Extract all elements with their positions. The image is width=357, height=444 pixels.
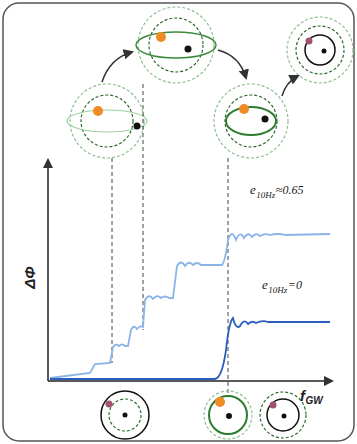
sequence-arrow (102, 52, 132, 82)
curve-subscript: 10Hz (268, 286, 287, 295)
axis-label: f (300, 388, 305, 403)
orbit-top-right (287, 17, 353, 83)
curve-label: e (250, 183, 256, 196)
orbit-bottom-middle (204, 391, 252, 439)
guide-line (112, 158, 113, 363)
orbit-left (67, 84, 147, 158)
x-axis (48, 380, 332, 382)
curve-subscript: 10Hz (256, 191, 275, 200)
guide-line (228, 158, 229, 394)
axis-label: ΔΦ (22, 266, 37, 288)
sequence-arrow (282, 76, 298, 96)
orbit-bottom-right (260, 392, 306, 438)
y-axis (47, 160, 49, 381)
curve-label: ≈0.65 (276, 184, 304, 196)
curve-label: e (262, 278, 268, 291)
orbit-top-middle (136, 7, 216, 83)
orbit-bottom-left (101, 391, 149, 439)
guide-line (143, 84, 144, 330)
curve-label: =0 (288, 279, 302, 291)
circular-curve (50, 318, 330, 379)
frame (3, 3, 354, 441)
axis-subscript: GW (306, 396, 323, 406)
orbit-right-middle (214, 84, 288, 158)
eccentric-curve (50, 234, 330, 378)
sequence-arrow (218, 50, 246, 78)
